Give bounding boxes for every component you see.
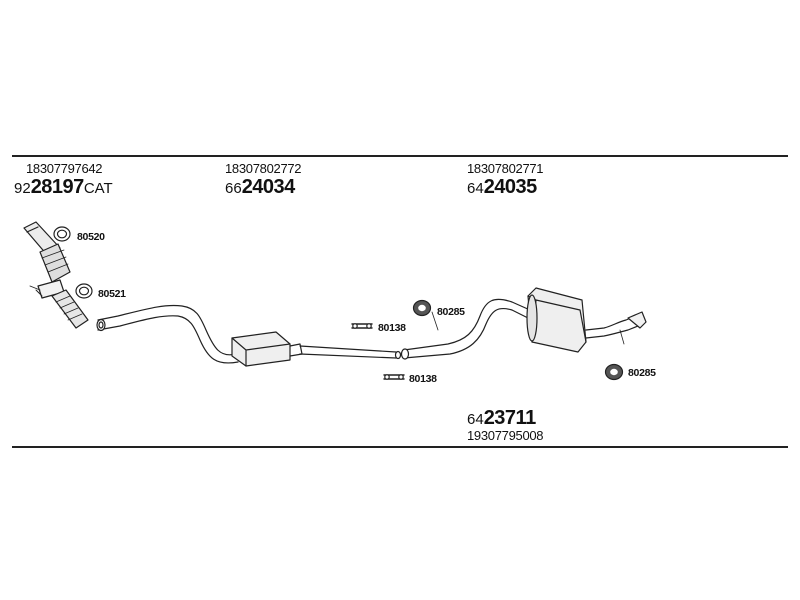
rubber-mount-label-1[interactable]: 80285 bbox=[437, 306, 465, 318]
middle-silencer[interactable] bbox=[231, 331, 402, 367]
hanger-label-2[interactable]: 80138 bbox=[409, 373, 437, 385]
oem-number-tailpipe: 19307795008 bbox=[467, 428, 544, 443]
clamp-label-b[interactable]: 80521 bbox=[98, 288, 126, 300]
clamp-ring-a[interactable] bbox=[53, 226, 71, 242]
part-prefix: 64 bbox=[467, 411, 484, 428]
part-prefix: 92 bbox=[14, 180, 31, 197]
clamp-ring-b[interactable] bbox=[75, 283, 93, 299]
part-number-rear-silencer[interactable]: 6424035 bbox=[467, 176, 537, 199]
part-number-catalyst[interactable]: 9228197CAT bbox=[14, 176, 113, 199]
catalytic-converter[interactable] bbox=[23, 221, 89, 329]
part-prefix: 66 bbox=[225, 180, 242, 197]
part-suffix: CAT bbox=[83, 180, 113, 197]
part-main-number: 23711 bbox=[483, 407, 537, 429]
rear-silencer[interactable] bbox=[526, 287, 587, 353]
hanger-label-1[interactable]: 80138 bbox=[378, 322, 406, 334]
part-number-tailpipe[interactable]: 6423711 bbox=[467, 407, 536, 430]
hanger-icon-2[interactable] bbox=[383, 374, 405, 380]
clamp-ring-a-inner bbox=[56, 229, 68, 239]
hanger-icon-1[interactable] bbox=[351, 323, 373, 329]
part-main-number: 28197 bbox=[30, 176, 85, 198]
part-main-number: 24035 bbox=[483, 176, 538, 198]
rubber-mount-icon-1[interactable] bbox=[412, 299, 439, 331]
part-number-middle-silencer[interactable]: 6624034 bbox=[225, 176, 295, 199]
part-prefix: 64 bbox=[467, 180, 484, 197]
part-main-number: 24034 bbox=[241, 176, 296, 198]
rubber-mount-label-2[interactable]: 80285 bbox=[628, 367, 656, 379]
front-pipe[interactable] bbox=[96, 304, 239, 364]
oem-number-catalyst: 18307797642 bbox=[26, 161, 103, 176]
oem-number-rear-silencer: 18307802771 bbox=[467, 161, 544, 176]
rear-pipe[interactable] bbox=[400, 298, 531, 360]
top-divider-line bbox=[12, 155, 788, 157]
clamp-ring-b-inner bbox=[78, 286, 90, 296]
clamp-label-a[interactable]: 80520 bbox=[77, 231, 105, 243]
rubber-mount-icon-2[interactable] bbox=[604, 363, 624, 381]
tailpipe[interactable] bbox=[585, 311, 647, 345]
bottom-divider-line bbox=[12, 446, 788, 448]
oem-number-middle-silencer: 18307802772 bbox=[225, 161, 302, 176]
